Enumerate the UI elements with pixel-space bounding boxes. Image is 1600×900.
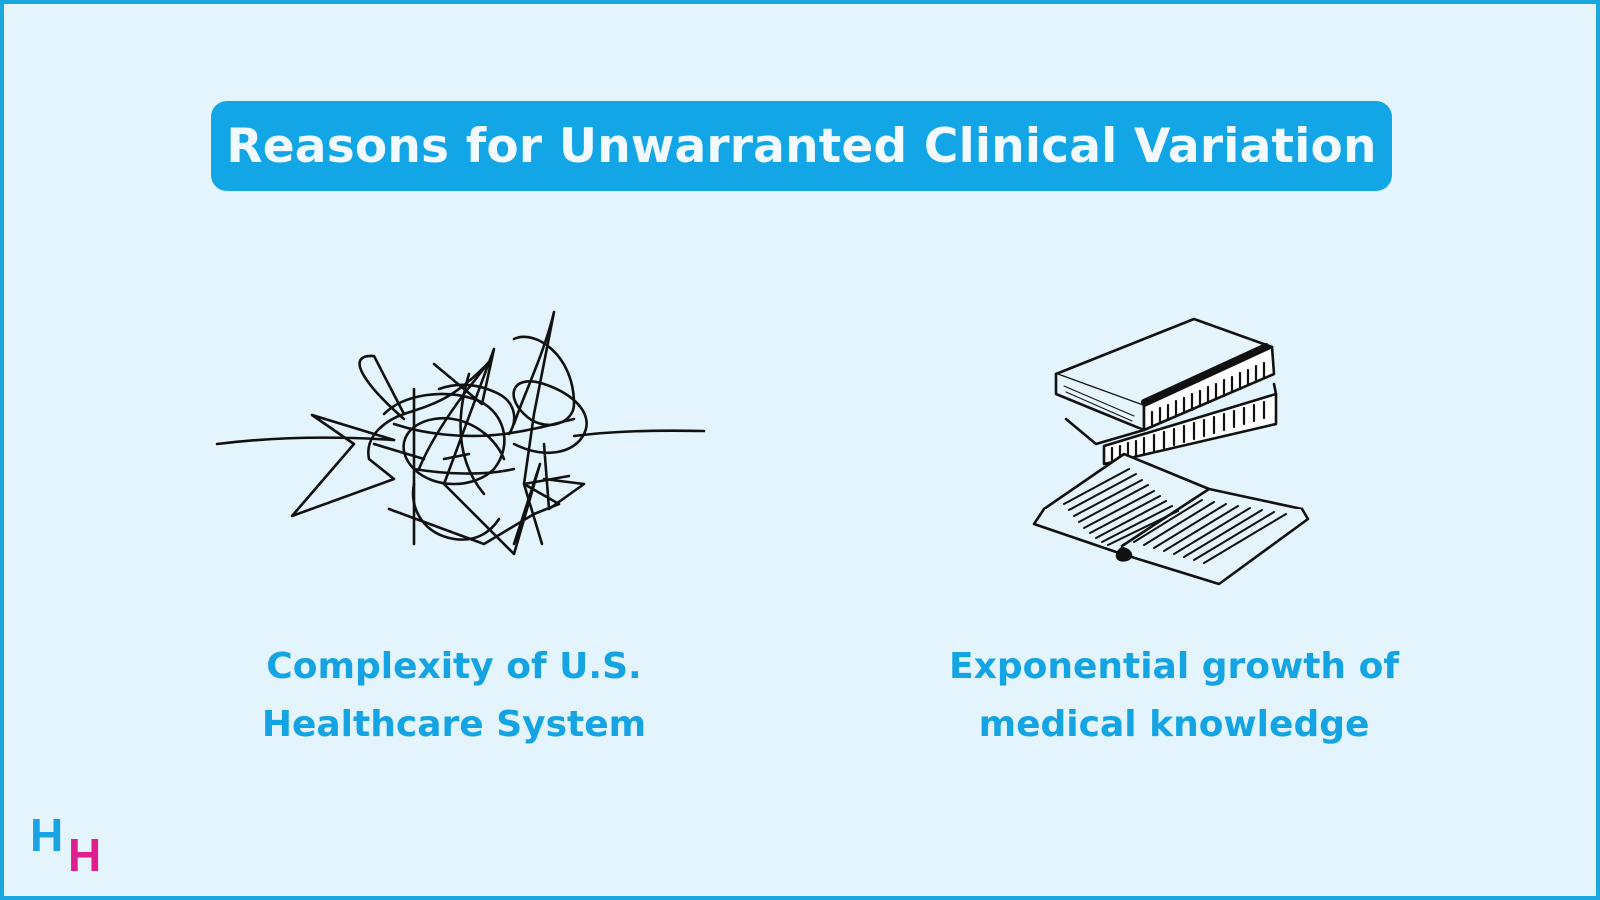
tangled-scribble-icon — [215, 310, 706, 556]
caption-line: medical knowledge — [978, 704, 1370, 745]
logo-letter-blue: H — [30, 809, 64, 861]
caption-line: Exponential growth of — [949, 646, 1399, 687]
books-icon — [1032, 317, 1310, 586]
caption-line: Healthcare System — [261, 704, 647, 745]
title-banner: Reasons for Unwarranted Clinical Variati… — [211, 101, 1392, 191]
page-title: Reasons for Unwarranted Clinical Variati… — [226, 118, 1377, 174]
caption-knowledge-growth: Exponential growth of medical knowledge — [924, 638, 1424, 754]
brand-logo: H H — [30, 812, 110, 882]
caption-complexity: Complexity of U.S. Healthcare System — [214, 638, 694, 754]
logo-letter-pink: H — [68, 829, 102, 881]
caption-line: Complexity of U.S. — [266, 646, 642, 687]
